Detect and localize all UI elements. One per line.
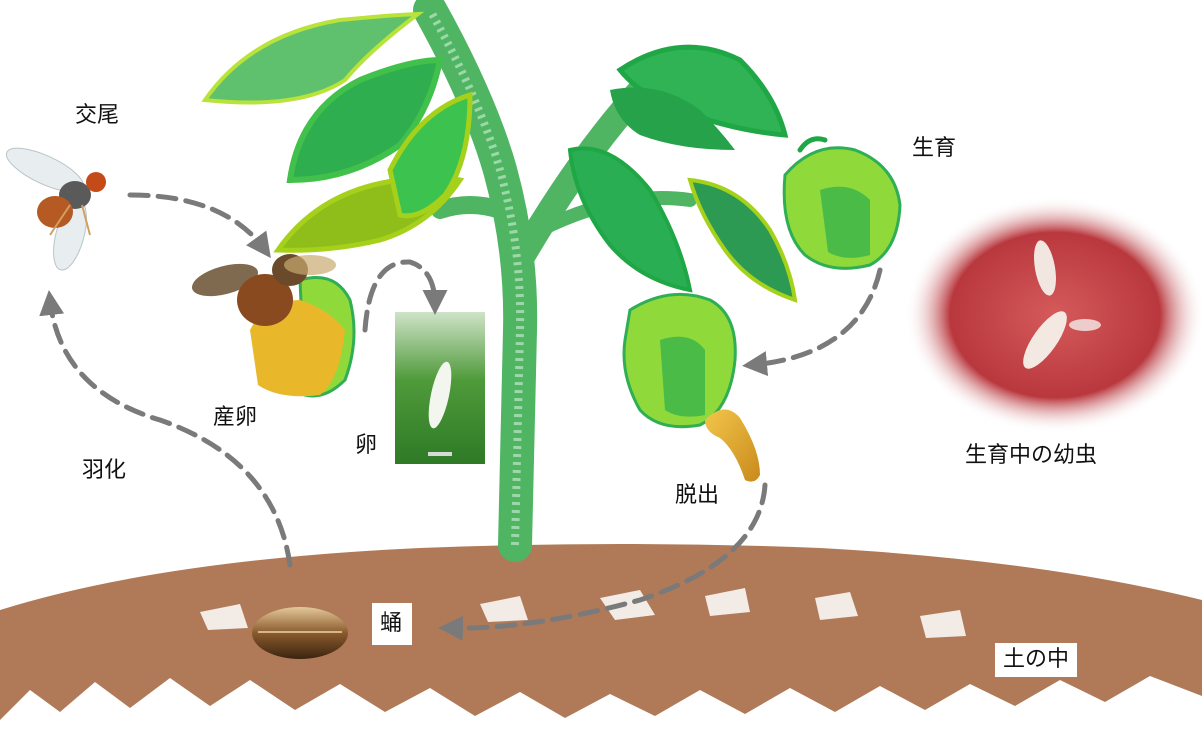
- larva-in-fruit-image: [905, 197, 1202, 433]
- adult-fly-icon: [1, 140, 106, 274]
- larva-icon: [705, 409, 760, 481]
- label-growth: 生育: [912, 138, 956, 160]
- label-emergence: 羽化: [82, 460, 126, 482]
- label-larva-in-fruit: 生育中の幼虫: [965, 445, 1097, 467]
- ovipositing-fly-icon: [189, 254, 345, 396]
- label-pupa: 蛹: [372, 603, 412, 645]
- pupa-icon: [252, 607, 348, 659]
- label-mating: 交尾: [75, 105, 119, 127]
- label-oviposition: 産卵: [213, 407, 257, 429]
- label-egg: 卵: [355, 435, 377, 457]
- label-exit: 脱出: [675, 485, 719, 507]
- pepper-mid: [624, 294, 735, 426]
- arrow-mating-to-oviposition: [130, 195, 265, 250]
- egg-image: [395, 312, 485, 464]
- soil: [0, 544, 1202, 732]
- pepper-right: [784, 139, 900, 269]
- label-in-soil: 土の中: [995, 643, 1077, 677]
